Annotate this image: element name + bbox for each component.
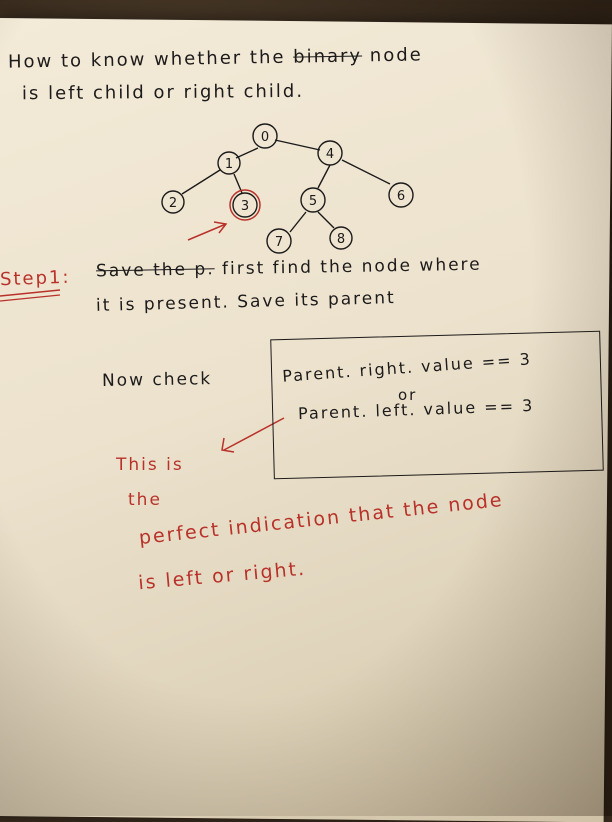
node-7-label: 7 xyxy=(275,235,283,250)
node-1-circle xyxy=(217,151,241,175)
step-underline-2 xyxy=(0,294,61,302)
node-3-circle xyxy=(232,192,258,218)
node-8-label: 8 xyxy=(337,232,345,247)
node-5-circle xyxy=(300,187,326,213)
edge-0-1 xyxy=(235,147,259,159)
edge-5-8 xyxy=(317,211,335,229)
step-struck-text: Save the p. xyxy=(95,259,215,282)
condition-or: or xyxy=(398,386,418,404)
edge-4-6 xyxy=(341,159,391,185)
edge-5-7 xyxy=(289,211,307,233)
node-2-circle xyxy=(161,190,185,214)
node-8-circle xyxy=(329,226,353,250)
node-5-label: 5 xyxy=(309,194,317,209)
tree-circles xyxy=(161,123,414,254)
node-0-circle xyxy=(252,123,278,149)
remark-line-2: the xyxy=(128,490,162,510)
node-1-label: 1 xyxy=(225,157,233,172)
edge-1-3 xyxy=(233,173,243,194)
tree-edges xyxy=(181,139,391,233)
node-4-circle xyxy=(317,140,343,166)
node-4-label: 4 xyxy=(326,147,334,162)
edge-0-4 xyxy=(274,139,321,151)
edge-1-2 xyxy=(181,169,221,195)
step-label: Step1: xyxy=(0,266,71,291)
tree-labels: 0 1 4 2 3 5 6 7 8 xyxy=(169,130,405,250)
step-underline xyxy=(0,289,61,297)
node-6-label: 6 xyxy=(397,189,405,204)
red-arrow-from-box xyxy=(221,417,285,453)
node-7-circle xyxy=(266,228,292,254)
node-2-label: 2 xyxy=(169,196,177,211)
node-3-label: 3 xyxy=(241,199,249,214)
highlight-circle xyxy=(229,189,261,221)
edge-4-5 xyxy=(317,164,331,189)
node-0-label: 0 xyxy=(261,130,269,145)
now-check-label: Now check xyxy=(101,369,213,391)
remark-line-1: This is xyxy=(116,455,184,475)
red-arrow-to-node-3 xyxy=(187,221,228,241)
node-6-circle xyxy=(388,182,414,208)
